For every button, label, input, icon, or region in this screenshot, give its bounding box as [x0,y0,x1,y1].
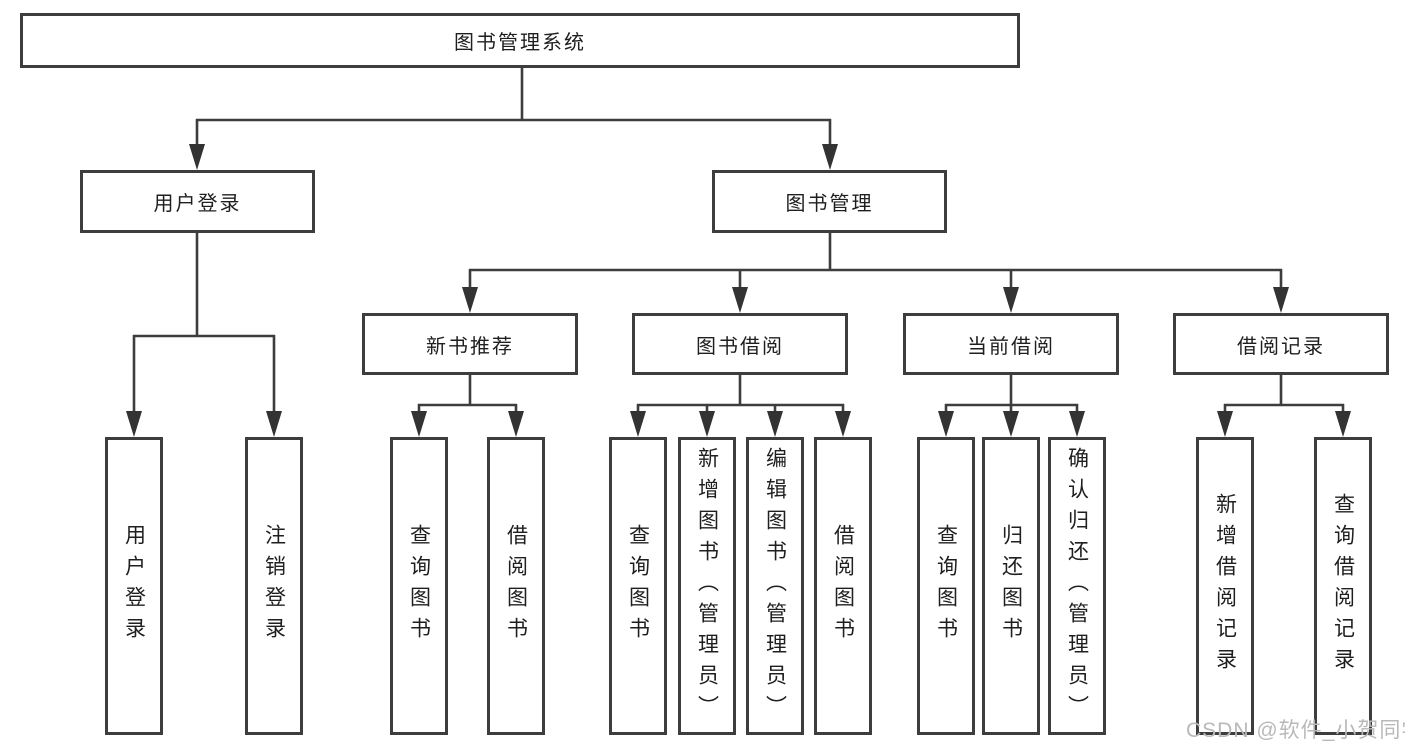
node-label: 新增借阅记录 [1213,493,1237,679]
arrowhead [1069,411,1085,437]
leaf-confirm-return-admin: 确认归还（管理员） [1048,437,1106,735]
node-label: 图书管理 [785,193,874,215]
arrowhead [767,411,783,437]
arrowhead [699,411,715,437]
leaf-add-borrow-record: 新增借阅记录 [1196,437,1254,735]
node-book-management: 图书管理 [712,170,947,233]
arrowhead [411,411,427,437]
arrowhead [126,411,142,437]
node-label: 注销登录 [262,524,286,648]
leaf-borrow-books-recommend: 借阅图书 [487,437,545,735]
node-label: 借阅记录 [1237,335,1325,358]
node-book-borrowing: 图书借阅 [632,313,848,375]
node-new-book-recommendation: 新书推荐 [362,313,578,375]
arrowhead [938,411,954,437]
leaf-borrow-books-borrowing: 借阅图书 [814,437,872,735]
leaf-user-login: 用户登录 [105,437,163,735]
arrowhead [189,144,205,170]
arrowhead [1217,411,1233,437]
leaf-query-books-borrowing: 查询图书 [609,437,667,735]
node-label: 图书管理系统 [454,32,586,54]
node-label: 归还图书 [999,524,1023,648]
leaf-edit-books-admin: 编辑图书（管理员） [746,437,804,735]
csdn-watermark: CSDN @软件_小贺同学 [1186,719,1405,742]
node-label: 借阅图书 [831,524,855,648]
arrowhead [732,287,748,313]
node-label: 用户登录 [153,193,242,215]
node-label: 借阅图书 [504,524,528,648]
leaf-return-books: 归还图书 [982,437,1040,735]
node-label: 查询借阅记录 [1331,493,1355,679]
arrowhead [822,144,838,170]
node-label: 查询图书 [626,524,650,648]
arrowhead [1003,411,1019,437]
node-label: 查询图书 [407,524,431,648]
arrowhead [462,287,478,313]
arrowhead [1335,411,1351,437]
node-user-login: 用户登录 [80,170,315,233]
leaf-query-books-current: 查询图书 [917,437,975,735]
node-label: 用户登录 [122,524,146,648]
node-current-borrowing: 当前借阅 [903,313,1119,375]
node-label: 查询图书 [934,524,958,648]
arrowhead [508,411,524,437]
node-label: 新增图书（管理员） [695,446,719,726]
arrowhead [630,411,646,437]
node-borrowing-records: 借阅记录 [1173,313,1389,375]
leaf-query-borrow-record: 查询借阅记录 [1314,437,1372,735]
leaf-query-books-recommend: 查询图书 [390,437,448,735]
node-label: 图书借阅 [696,335,784,358]
node-label: 确认归还（管理员） [1065,446,1089,726]
leaf-add-books-admin: 新增图书（管理员） [678,437,736,735]
node-label: 新书推荐 [426,335,514,358]
arrowhead [266,411,282,437]
node-label: 编辑图书（管理员） [763,446,787,726]
arrowhead [1273,287,1289,313]
arrowhead [835,411,851,437]
node-library-management-system: 图书管理系统 [20,13,1020,68]
leaf-logout-login: 注销登录 [245,437,303,735]
arrowhead [1003,287,1019,313]
node-label: 当前借阅 [967,335,1055,358]
